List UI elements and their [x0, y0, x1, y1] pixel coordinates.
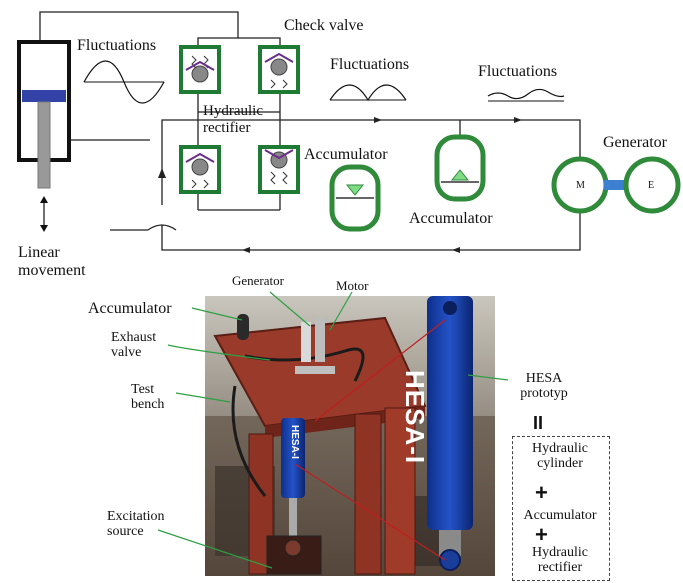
label-line: prototyp	[520, 386, 568, 402]
composition-item-rectifier: Hydraulic rectifier	[512, 545, 608, 576]
label-line: Hydraulic	[532, 441, 588, 456]
generator-callout: Generator	[232, 273, 284, 288]
accumulator-callout: Accumulator	[88, 300, 172, 317]
accumulator-icon	[434, 134, 486, 202]
label-line: valve	[111, 345, 142, 361]
composition-box	[512, 436, 610, 581]
fluctuations-label: Fluctuations	[478, 63, 558, 80]
small-cylinder-brand-text: HESA-I	[289, 425, 300, 459]
motor-letter: M	[576, 180, 585, 191]
motor-callout: Motor	[336, 278, 369, 293]
smoothed-wave-icon	[487, 88, 565, 100]
label-line: Hydraulic	[532, 545, 588, 560]
check-valve-icon	[258, 145, 300, 194]
exhaust-valve-callout: Exhaust valve	[111, 330, 156, 361]
label-line: cylinder	[537, 456, 583, 472]
label-line: Exhaust	[111, 330, 157, 345]
generator-label: Generator	[603, 134, 667, 151]
motor-generator-icon	[551, 156, 681, 214]
label-line: Linear	[18, 244, 60, 261]
hesa-prototype-callout: HESA prototyp	[512, 371, 576, 402]
excitation-source-callout: Excitation source	[107, 509, 165, 540]
label-line: movement	[18, 261, 86, 279]
flow-arrows	[158, 117, 522, 253]
hydraulic-rectifier-label: Hydraulic rectifier	[203, 103, 263, 136]
hydraulic-cylinder-icon	[17, 40, 71, 232]
label-line: bench	[131, 397, 165, 413]
accumulator-label: Accumulator	[304, 146, 388, 163]
plus-sign: +	[535, 522, 548, 547]
rectified-wave-icon	[329, 84, 407, 102]
test-bench-photo	[205, 296, 495, 576]
label-line: source	[107, 524, 144, 540]
linear-movement-label: Linear movement	[18, 244, 86, 279]
label-line: Hydraulic	[203, 103, 263, 119]
arrow-right-icon	[514, 117, 522, 123]
composition-item-cylinder: Hydraulic cylinder	[512, 441, 608, 472]
check-valve-icon	[258, 45, 300, 94]
label-line: Excitation	[107, 509, 165, 524]
fluctuations-label: Fluctuations	[330, 56, 410, 73]
plus-sign: +	[535, 480, 548, 505]
composition-item-accumulator: Accumulator	[523, 508, 597, 523]
test-bench-callout: Test bench	[131, 382, 164, 413]
label-line: rectifier	[203, 119, 251, 136]
label-line: rectifier	[537, 560, 583, 576]
equals-sign: II	[533, 413, 544, 433]
generator-letter: E	[648, 180, 655, 191]
arrow-right-icon	[374, 117, 382, 123]
accumulator-label: Accumulator	[409, 210, 493, 227]
fluctuations-label: Fluctuations	[77, 37, 157, 54]
check-valve-icon	[179, 45, 221, 94]
label-line: HESA	[525, 371, 563, 386]
label-line: Test	[131, 382, 155, 397]
cylinder-brand-text: HESA-I	[400, 370, 430, 465]
arrow-up-icon	[158, 168, 166, 178]
arrow-left-icon	[452, 247, 460, 253]
check-valve-icon	[179, 145, 221, 194]
hydraulic-schematic	[17, 11, 681, 253]
check-valve-label: Check valve	[284, 17, 364, 34]
accumulator-icon	[329, 164, 381, 232]
arrow-left-icon	[242, 247, 250, 253]
